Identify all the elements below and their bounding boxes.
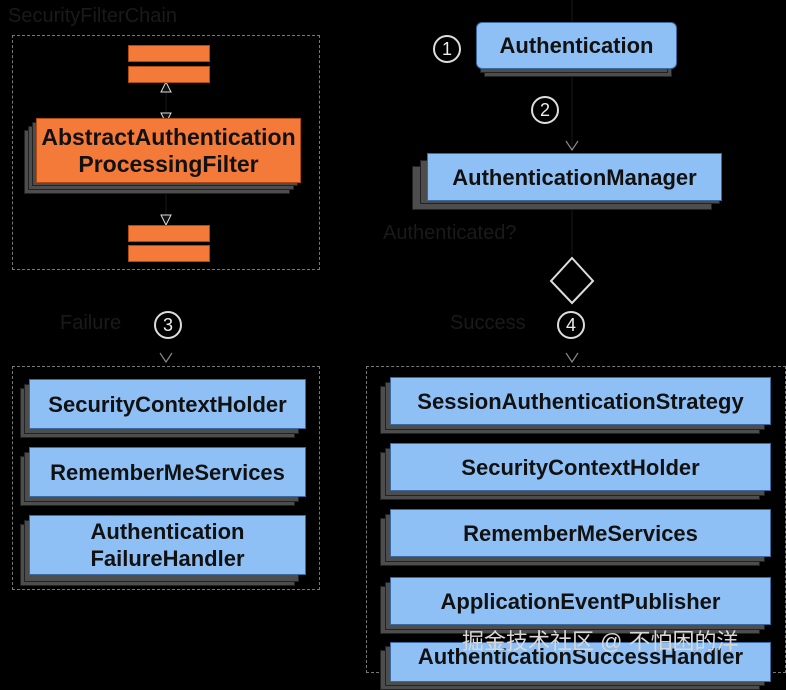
filter-chain-container	[12, 35, 320, 270]
filter-bar-bottom-1	[128, 225, 210, 242]
chain-title: SecurityFilterChain	[8, 5, 177, 27]
authentication-failure-handler: Authentication FailureHandler	[29, 515, 306, 575]
step-4-badge: 4	[557, 311, 585, 339]
step-3-badge: 3	[154, 311, 182, 339]
filter-name-line2: ProcessingFilter	[78, 150, 259, 177]
step-1-badge: 1	[433, 35, 461, 63]
application-event-publisher: ApplicationEventPublisher	[390, 577, 771, 625]
filter-bar-bottom-2	[128, 245, 210, 262]
failure-label: Failure	[60, 312, 122, 334]
abstract-authentication-processing-filter: AbstractAuthentication ProcessingFilter	[36, 118, 301, 183]
filter-bar-top-2	[128, 66, 210, 83]
success-security-context-holder: SecurityContextHolder	[390, 443, 771, 491]
filter-bar-top-1	[128, 45, 210, 62]
failure-remember-me-services: RememberMeServices	[29, 447, 306, 497]
session-authentication-strategy: SessionAuthenticationStrategy	[390, 377, 771, 425]
watermark-text: 掘金技术社区 @ 不怕困的洋	[462, 629, 739, 654]
step-2-badge: 2	[531, 96, 559, 124]
failure-handler-line2: FailureHandler	[90, 546, 245, 571]
success-label: Success	[450, 312, 526, 334]
authentication-manager-box: AuthenticationManager	[427, 153, 722, 201]
filter-name-line1: AbstractAuthentication	[41, 123, 296, 150]
success-remember-me-services: RememberMeServices	[390, 509, 771, 557]
authenticated-decision-label: Authenticated?	[383, 222, 517, 244]
failure-handlers-container	[12, 366, 320, 590]
failure-handler-line1: Authentication	[90, 519, 245, 544]
authentication-box: Authentication	[476, 22, 677, 69]
failure-security-context-holder: SecurityContextHolder	[29, 379, 306, 429]
